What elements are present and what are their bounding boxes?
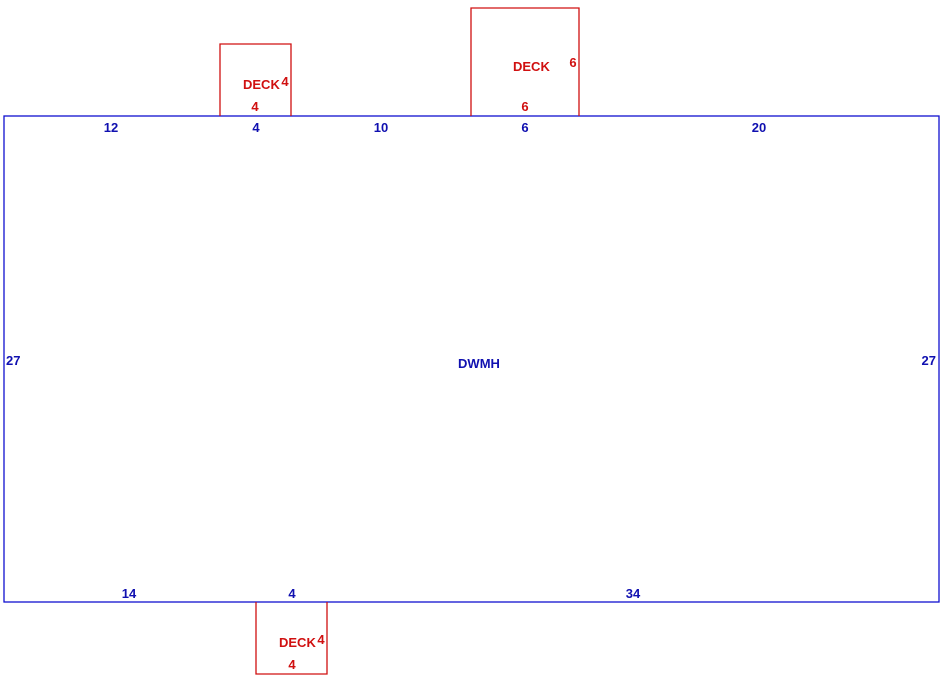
deck-2-outline <box>470 7 580 116</box>
deck-1-outline <box>219 43 292 116</box>
deck-1-width: 4 <box>251 99 259 114</box>
bottom-dimension-3: 34 <box>626 586 641 601</box>
top-dimension-1: 12 <box>104 120 118 135</box>
deck-3-label: DECK <box>279 635 316 650</box>
top-dimension-3: 10 <box>374 120 388 135</box>
bottom-dimension-1: 14 <box>122 586 137 601</box>
top-dimension-4: 6 <box>521 120 528 135</box>
top-dimension-5: 20 <box>752 120 766 135</box>
deck-3-depth: 4 <box>317 632 325 647</box>
left-dimension: 27 <box>6 353 20 368</box>
deck-1-depth: 4 <box>281 74 289 89</box>
deck-3-outline <box>255 602 328 675</box>
deck-2-depth: 6 <box>569 55 576 70</box>
main-area-label: DWMH <box>458 356 500 371</box>
deck-3-width: 4 <box>288 657 296 672</box>
bottom-dimension-2: 4 <box>288 586 296 601</box>
deck-1-label: DECK <box>243 77 280 92</box>
deck-2-label: DECK <box>513 59 550 74</box>
deck-2-width: 6 <box>521 99 528 114</box>
right-dimension: 27 <box>922 353 936 368</box>
top-dimension-2: 4 <box>252 120 260 135</box>
